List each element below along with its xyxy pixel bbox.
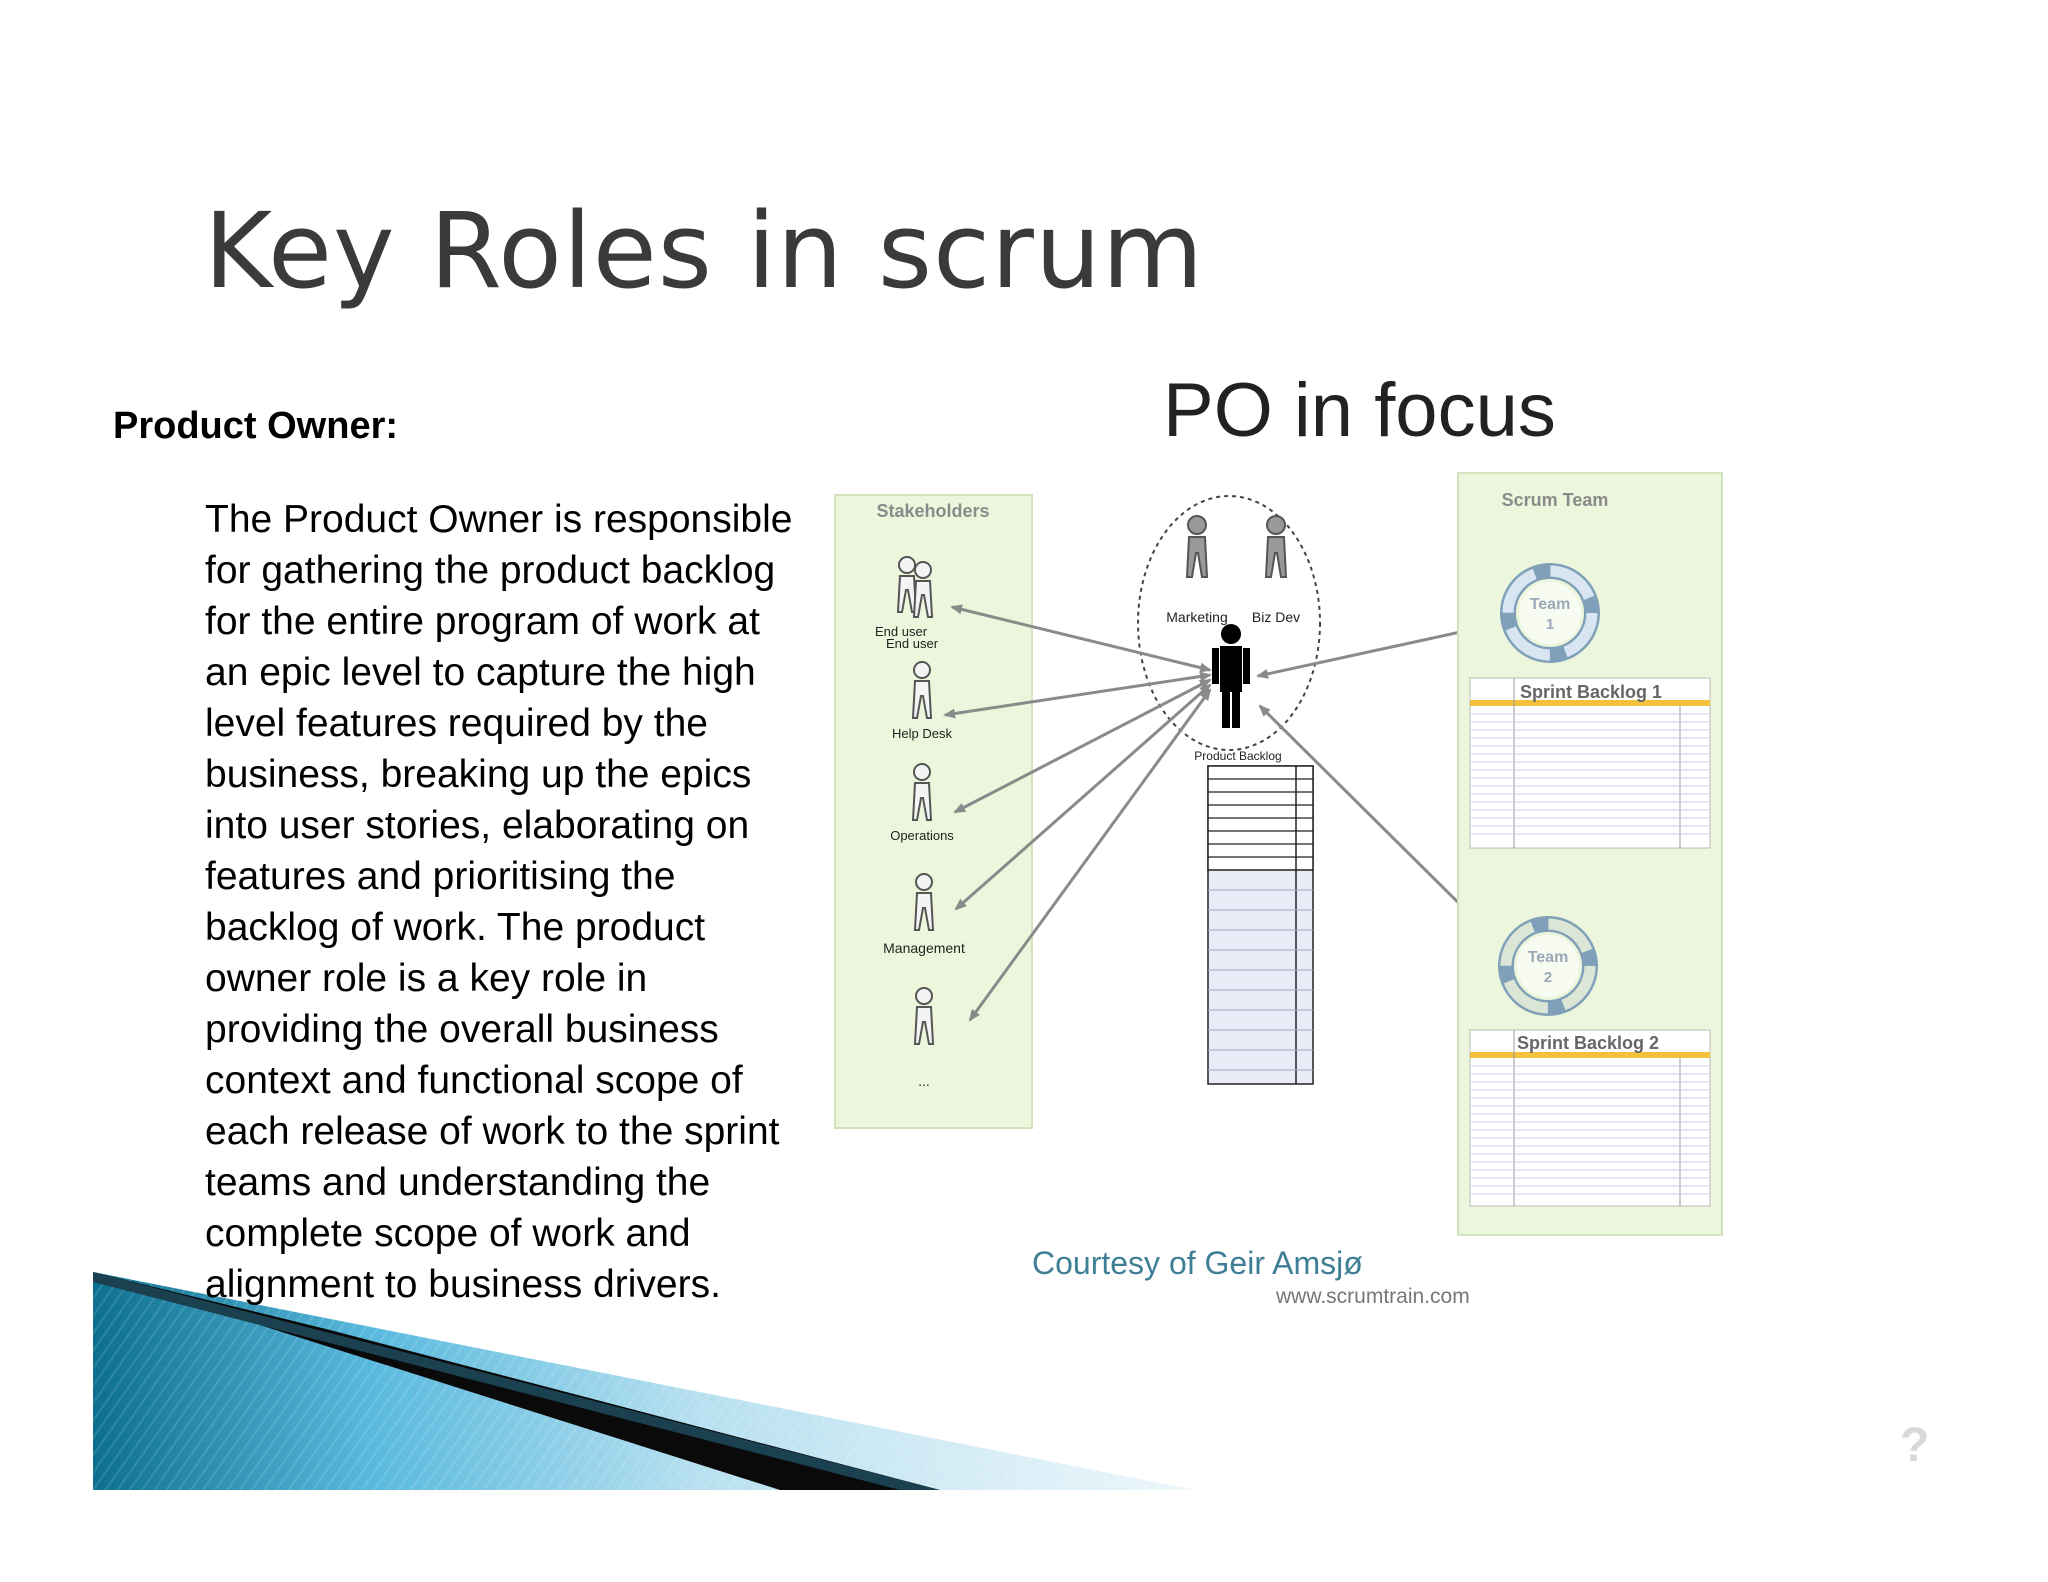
courtesy-text: Courtesy of Geir Amsjø (1032, 1245, 1363, 1281)
body-text: The Product Owner is responsible for gat… (205, 498, 793, 1306)
operations-label: Operations (890, 828, 954, 843)
product-owner-figure (1212, 624, 1250, 728)
sprint-backlog-1 (1469, 677, 1711, 849)
management-label: Management (883, 940, 965, 956)
team-1-cycle-icon (1500, 563, 1600, 663)
sprint-backlog-1-label: Sprint Backlog 1 (1520, 682, 1662, 702)
scrum-team-label: Scrum Team (1502, 490, 1609, 510)
po-in-focus-diagram: PO in focus Stakeholders End user End us… (834, 380, 1723, 1308)
stakeholders-panel (834, 494, 1033, 1129)
end-user-label-2: End user (886, 636, 939, 651)
management-figure (913, 873, 935, 931)
product-backlog-label: Product Backlog (1194, 749, 1281, 763)
end-user-label-1: End user (875, 624, 928, 639)
team-1-number: 1 (1546, 616, 1554, 633)
team-2-cycle-icon (1498, 916, 1598, 1016)
product-backlog-list (1207, 765, 1314, 1085)
sprint-backlog-2-label: Sprint Backlog 2 (1517, 1033, 1659, 1053)
sprint-backlog-2 (1469, 1029, 1711, 1207)
marketing-label: Marketing (1166, 609, 1227, 625)
stakeholder-arrows (943, 604, 1212, 1022)
operations-figure (911, 763, 933, 821)
section-heading: Product Owner: (113, 405, 399, 447)
website-text: www.scrumtrain.com (1275, 1285, 1470, 1308)
stakeholders-label: Stakeholders (876, 501, 989, 521)
more-stakeholders-label: ... (918, 1073, 930, 1089)
other-stakeholder-figure (913, 987, 935, 1045)
team-1-label: Team (1530, 596, 1571, 613)
team-arrows (1256, 623, 1498, 942)
biz-dev-figure (1264, 515, 1288, 578)
team-2-number: 2 (1544, 969, 1552, 986)
help-desk-label: Help Desk (892, 726, 952, 741)
page-number: ? (1900, 1419, 1930, 1472)
diagram-title: PO in focus (1163, 380, 1556, 453)
slide-title: Key Roles in scrum (204, 190, 1205, 312)
help-desk-figure (911, 661, 933, 719)
marketing-figure (1185, 515, 1209, 578)
team-2-label: Team (1528, 949, 1569, 966)
biz-dev-label: Biz Dev (1252, 609, 1300, 625)
end-user-figure (896, 556, 934, 618)
